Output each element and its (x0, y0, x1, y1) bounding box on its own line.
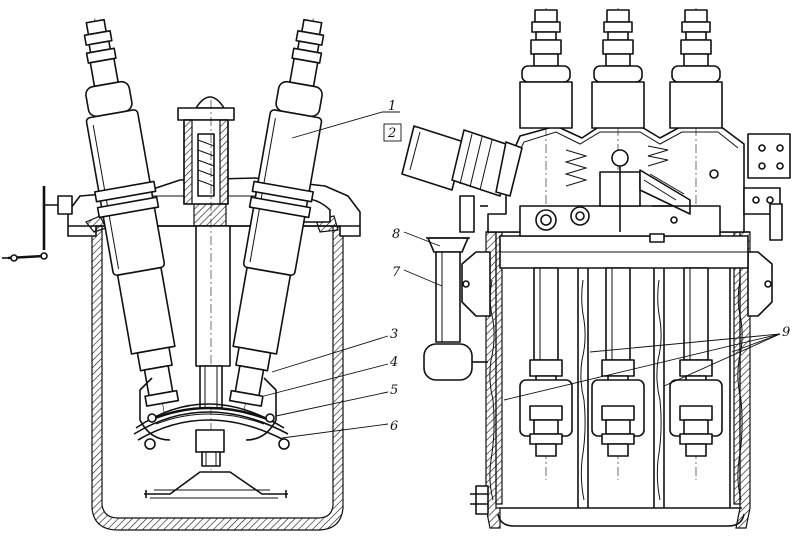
operating-mechanism (459, 149, 783, 269)
callout-7: 7 (392, 265, 401, 280)
callout-6: 6 (390, 419, 398, 434)
oil-indicator (423, 237, 488, 381)
left-section-view (2, 18, 361, 531)
insulating-barriers (489, 268, 743, 508)
callout-3: 3 (390, 327, 398, 342)
bushing-phase-c (669, 8, 723, 480)
crank-handle (2, 186, 73, 262)
callout-2-box (383, 123, 402, 142)
callout-2: 2 (387, 126, 396, 141)
center-column (177, 96, 235, 470)
callout-9: 9 (782, 325, 790, 340)
left-bushing (83, 18, 180, 413)
callout-4: 4 (389, 355, 398, 370)
base-bolt (470, 485, 489, 515)
spring-left (564, 149, 588, 187)
callout-5: 5 (390, 383, 398, 398)
drive-tube (401, 125, 523, 197)
spring-right (647, 145, 669, 167)
left-contact-system (133, 377, 290, 499)
right-section-view (401, 8, 791, 529)
bushing-phase-a (519, 8, 573, 480)
right-bushing (228, 18, 325, 413)
leader-lines (263, 111, 781, 439)
callouts: 1 2 3 4 5 6 7 8 9 (387, 99, 790, 434)
pole-phase-a (519, 267, 573, 457)
callout-8: 8 (392, 227, 400, 242)
pole-phase-c (669, 267, 723, 457)
pole-phase-b (591, 267, 645, 457)
callout-1: 1 (388, 99, 396, 114)
bushing-phase-b (591, 8, 645, 480)
